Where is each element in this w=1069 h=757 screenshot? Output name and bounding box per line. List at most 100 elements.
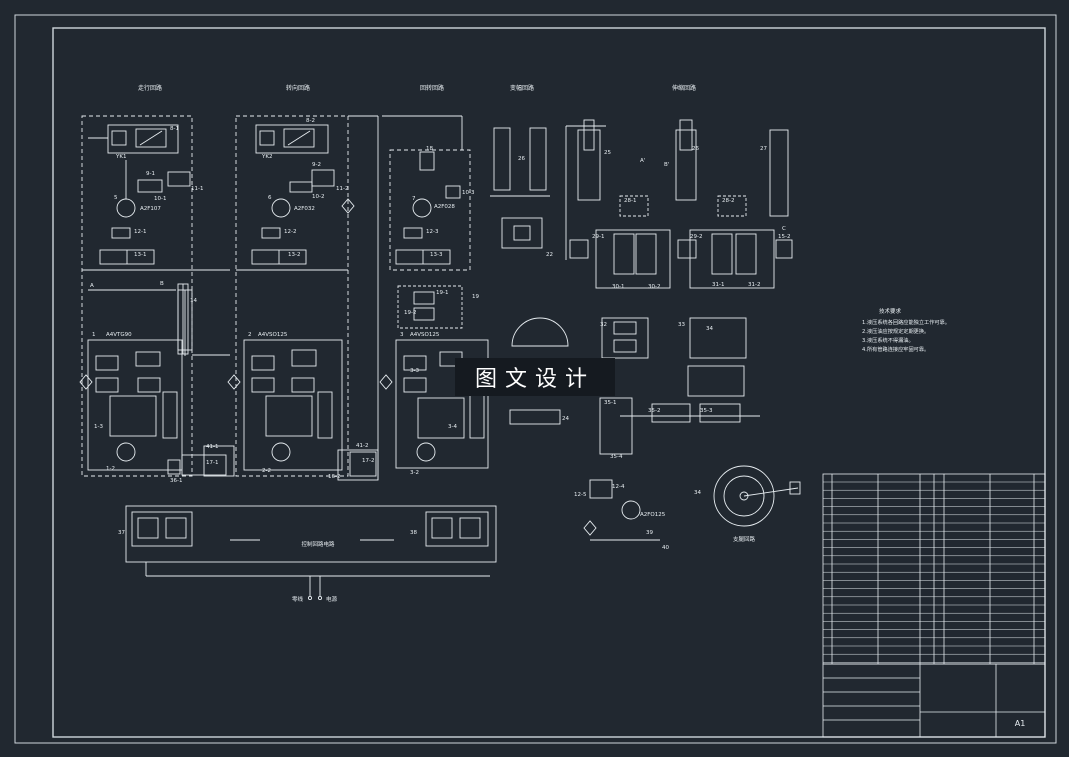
- label-a2f032: A2F032: [294, 206, 315, 212]
- label-port-b-prime: B': [664, 162, 669, 168]
- label-3: 3: [400, 332, 404, 338]
- label-1-2: 1-2: [106, 466, 115, 472]
- label-10-2: 10-2: [312, 194, 324, 200]
- tech-note-1: 1.液压系统各回路应能独立工作可靠。: [862, 318, 950, 326]
- center-manifold: [509, 317, 760, 541]
- label-24: 24: [562, 416, 569, 422]
- label-19-2: 19-2: [404, 310, 416, 316]
- label-port-a: A: [90, 283, 94, 289]
- label-yk2: YK2: [261, 154, 272, 160]
- label-11-1: 11-1: [191, 186, 203, 192]
- label-19: 19: [472, 294, 479, 300]
- label-9-1: 9-1: [146, 171, 155, 177]
- label-17-1: 17-1: [206, 460, 218, 466]
- label-41-2: 41-2: [356, 443, 368, 449]
- label-port-a-prime: A': [640, 158, 645, 164]
- label-30-2: 30-2: [648, 284, 660, 290]
- label-a4vso125-2: A4VSO125: [258, 332, 288, 338]
- label-a2f107: A2F107: [140, 206, 161, 212]
- label-35-4: 35-4: [610, 454, 623, 460]
- label-29-1: 29-1: [592, 234, 604, 240]
- travel-circuit: [79, 115, 230, 477]
- center-valves: [177, 283, 377, 477]
- title-block: [822, 663, 1046, 738]
- label-34-dial: 34: [694, 490, 701, 496]
- label-13-3: 13-3: [430, 252, 443, 258]
- label-27: 27: [760, 146, 767, 152]
- inner-frame: [52, 27, 1046, 738]
- label-29-2: 29-2: [690, 234, 702, 240]
- label-8-1: 8-1: [170, 126, 179, 132]
- label-10-3: 10-3: [462, 190, 475, 196]
- title-outrigger-circuit: 支腿回路: [733, 535, 756, 543]
- label-a2fo125: A2FO125: [640, 512, 666, 518]
- label-16-2: 16-2: [328, 474, 340, 480]
- title-slewing-circuit: 回转回路: [420, 84, 444, 92]
- label-22: 22: [546, 252, 553, 258]
- label-9-2: 9-2: [312, 162, 321, 168]
- label-17-2: 17-2: [362, 458, 374, 464]
- label-3-4: 3-4: [448, 424, 457, 430]
- label-15-2: 15-2: [778, 234, 790, 240]
- tech-note-2: 2.液压油应按规定定期更换。: [862, 327, 929, 335]
- title-control-circuit: 控制回路电路: [301, 540, 335, 548]
- label-28-2: 28-2: [722, 198, 734, 204]
- title-travel-circuit: 走行回路: [138, 84, 162, 92]
- label-a4vso125-3: A4VSO125: [410, 332, 440, 338]
- label-36-1: 36-1: [170, 478, 182, 484]
- label-3-2: 3-2: [410, 470, 419, 476]
- label-power: 电源: [326, 595, 338, 603]
- parts-list-table: [822, 473, 1046, 665]
- label-30-1: 30-1: [612, 284, 624, 290]
- label-12-2: 12-2: [284, 229, 296, 235]
- label-13-2: 13-2: [288, 252, 300, 258]
- label-34: 34: [706, 326, 713, 332]
- label-1-3: 1-3: [94, 424, 103, 430]
- technical-notes: 技术要求 1.液压系统各回路应能独立工作可靠。 2.液压油应按规定定期更换。 3…: [862, 307, 950, 353]
- label-3-3: 3-3: [410, 368, 419, 374]
- label-38: 38: [410, 530, 417, 536]
- label-7: 7: [412, 196, 416, 202]
- label-5: 5: [114, 195, 118, 201]
- sheet-size: A1: [1015, 719, 1026, 728]
- label-33: 33: [678, 322, 685, 328]
- label-yk1: YK1: [115, 154, 126, 160]
- slewing-circuit: [379, 115, 489, 469]
- tech-note-3: 3.液压系统不得漏油。: [862, 336, 914, 344]
- title-steering-circuit: 转向回路: [286, 84, 310, 92]
- label-a2f028: A2F028: [434, 204, 455, 210]
- steering-circuit: [227, 115, 379, 481]
- label-2-2: 2-2: [262, 468, 271, 474]
- cylinder-group: [490, 119, 793, 289]
- label-35-3: 35-3: [700, 408, 713, 414]
- label-12-1: 12-1: [134, 229, 146, 235]
- label-25: 25: [604, 150, 611, 156]
- watermark: 图文设计: [455, 358, 615, 396]
- title-telescoping-circuit: 伸缩回路: [672, 84, 696, 92]
- outrigger-dial: [713, 465, 801, 527]
- label-2: 2: [248, 332, 252, 338]
- label-26b: 26: [692, 146, 699, 152]
- label-41-1: 41-1: [206, 444, 218, 450]
- parts-list-rows: [823, 481, 1045, 663]
- label-8-2: 8-2: [306, 118, 315, 124]
- label-32: 32: [600, 322, 607, 328]
- label-31-1: 31-1: [712, 282, 724, 288]
- label-40: 40: [662, 545, 669, 551]
- label-port-b: B: [160, 281, 164, 287]
- label-31-2: 31-2: [748, 282, 760, 288]
- label-35-1: 35-1: [604, 400, 616, 406]
- tech-note-4: 4.所有管路连接应牢固可靠。: [862, 345, 929, 353]
- label-39: 39: [646, 530, 653, 536]
- label-12-3: 12-3: [426, 229, 439, 235]
- label-28-1: 28-1: [624, 198, 636, 204]
- title-luffing-circuit: 变幅回路: [510, 84, 534, 92]
- label-37: 37: [118, 530, 125, 536]
- tech-notes-title: 技术要求: [879, 307, 902, 315]
- label-12-4: 12-4: [612, 484, 625, 490]
- control-circuit-panel: [125, 505, 497, 601]
- label-14: 14: [190, 298, 197, 304]
- label-19-1: 19-1: [436, 290, 448, 296]
